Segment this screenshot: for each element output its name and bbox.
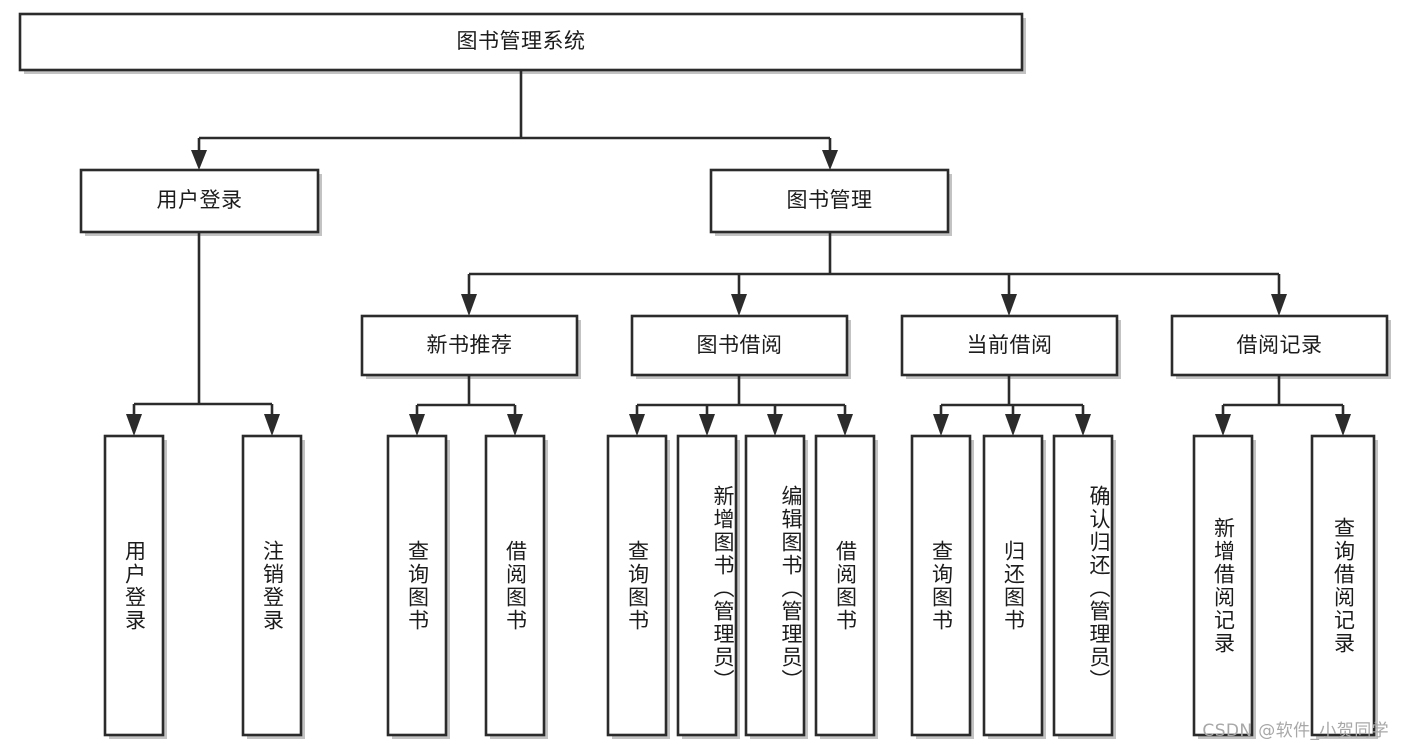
node-box-leaf-add-book[interactable] [676,434,738,737]
arrowhead-leaf-user-login [126,414,142,436]
arrowhead-leaf-query-book-1 [409,414,425,436]
node-box-leaf-edit-book[interactable] [744,434,806,737]
node-box-root[interactable] [18,12,1024,72]
node-box-book-borrow[interactable] [630,314,849,377]
arrowhead-borrow-record [1271,294,1287,316]
node-box-leaf-query-book-2[interactable] [606,434,668,737]
arrowhead-leaf-return-book [1005,414,1021,436]
arrowhead-leaf-edit-book [767,414,783,436]
node-box-new-book-rec[interactable] [360,314,579,377]
arrowhead-leaf-query-book-2 [629,414,645,436]
node-box-leaf-user-login[interactable] [103,434,165,737]
node-box-book-manage[interactable] [709,168,950,234]
arrowhead-leaf-query-record [1335,414,1351,436]
node-box-current-borrow[interactable] [900,314,1119,377]
node-box-leaf-return-book[interactable] [982,434,1044,737]
node-box-leaf-logout[interactable] [241,434,303,737]
node-box-leaf-borrow-book-1[interactable] [484,434,546,737]
node-box-leaf-query-book-1[interactable] [386,434,448,737]
arrowhead-book-borrow [731,294,747,316]
arrowhead-leaf-confirm-return [1075,414,1091,436]
node-box-borrow-record[interactable] [1170,314,1389,377]
arrowhead-leaf-borrow-book-2 [837,414,853,436]
arrowhead-leaf-add-record [1215,414,1231,436]
arrowhead-new-book-rec [461,294,477,316]
node-boxes [18,12,1389,737]
arrowhead-leaf-query-book-3 [933,414,949,436]
arrowhead-leaf-logout [264,414,280,436]
node-box-user-login[interactable] [79,168,320,234]
node-box-leaf-query-record[interactable] [1310,434,1376,737]
connectors [126,70,1351,436]
arrowhead-book-manage [822,150,838,170]
arrowhead-current-borrow [1001,294,1017,316]
node-box-leaf-query-book-3[interactable] [910,434,972,737]
node-box-leaf-add-record[interactable] [1192,434,1254,737]
arrowhead-leaf-borrow-book-1 [507,414,523,436]
arrowhead-user-login [191,150,207,170]
arrowhead-leaf-add-book [699,414,715,436]
node-box-leaf-confirm-return[interactable] [1052,434,1114,737]
node-box-leaf-borrow-book-2[interactable] [814,434,876,737]
